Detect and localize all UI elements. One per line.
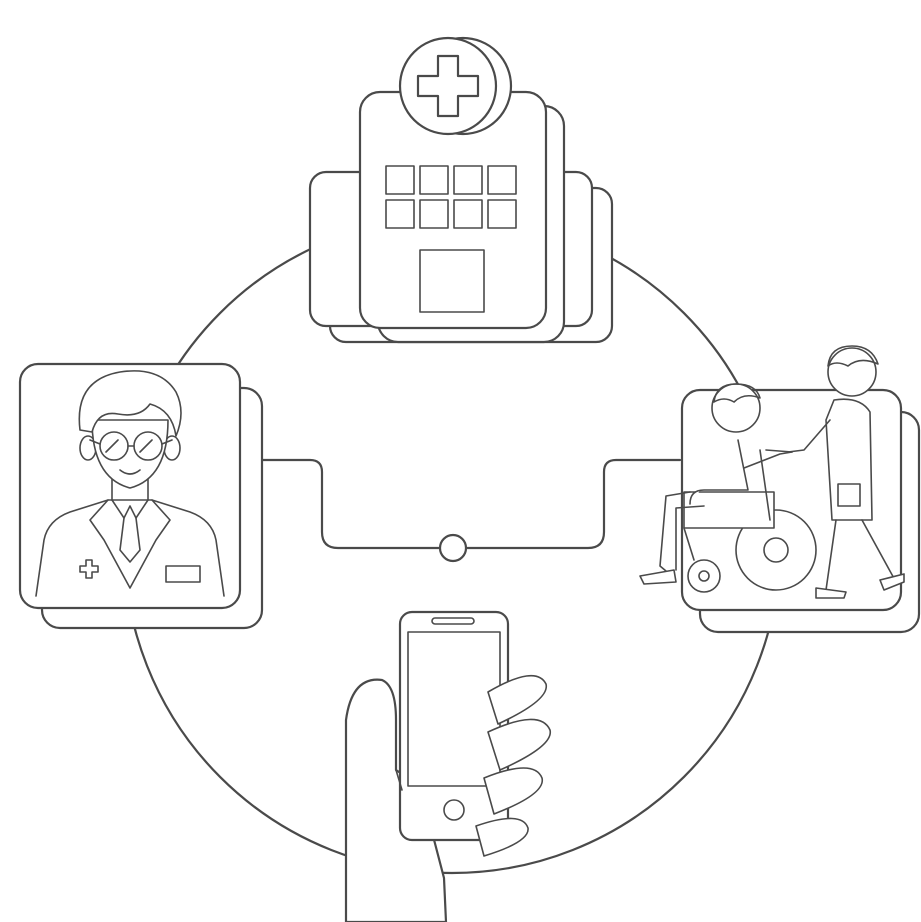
hospital-icon <box>310 38 612 342</box>
hand-holding-phone-icon <box>346 612 550 922</box>
doctor-icon <box>20 364 262 628</box>
hub-node-icon <box>440 535 466 561</box>
wheelchair-patient-icon <box>640 346 919 632</box>
connector-doctor-to-hub <box>262 460 440 548</box>
connector-patient-to-hub <box>466 460 680 548</box>
